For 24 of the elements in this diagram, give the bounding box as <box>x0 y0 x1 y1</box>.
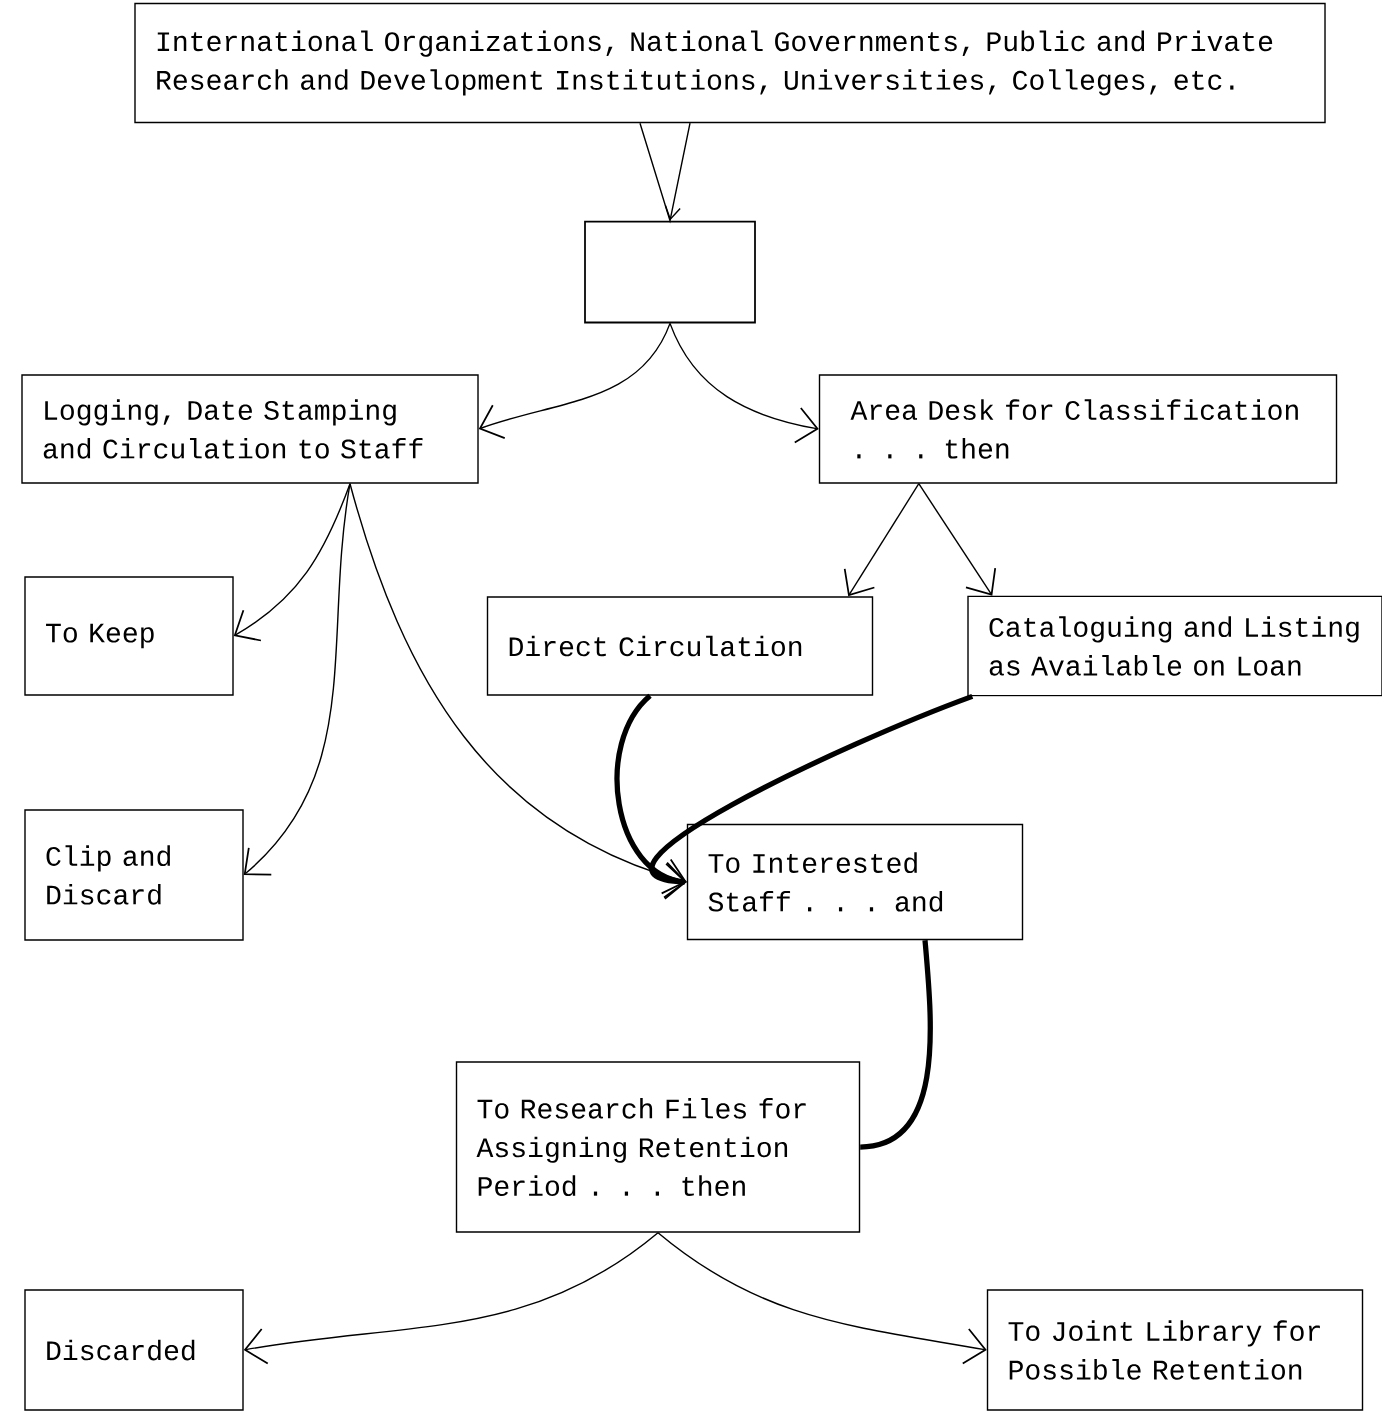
process-box: Logging, Date Stamping and Circulation to Staff <box>21 374 479 484</box>
arrow <box>233 483 351 642</box>
arrow <box>918 483 997 596</box>
arrow <box>243 1232 659 1365</box>
process-box: To Keep <box>24 576 234 696</box>
arrow <box>657 1232 987 1365</box>
arrow <box>478 322 671 440</box>
arrow <box>243 483 351 876</box>
process-box: To Research Files for Assigning Retention Period . . . then <box>455 1061 861 1233</box>
arrow <box>650 693 974 900</box>
process-box: Discarded <box>24 1289 244 1411</box>
process-box: Area Desk for Classification . . . then <box>818 374 1338 484</box>
process-box: To Interested Staff . . . and <box>686 823 1024 941</box>
process-box: Direct Circulation <box>486 596 874 696</box>
arrow <box>349 483 687 895</box>
process-box <box>584 220 756 324</box>
arrow <box>669 322 819 444</box>
arrow <box>639 122 691 224</box>
connector-line <box>859 939 933 1150</box>
arrow <box>843 483 920 597</box>
process-box: To Joint Library for Possible Retention <box>986 1289 1364 1411</box>
process-box: International Organizations, National Governments, Public and Private Research and Development Institutions, Universities, Colleges, etc. <box>134 2 1326 124</box>
process-box: Clip and Discard <box>24 809 244 941</box>
process-box: Cataloguing and Listing as Available on Loan <box>967 595 1382 697</box>
